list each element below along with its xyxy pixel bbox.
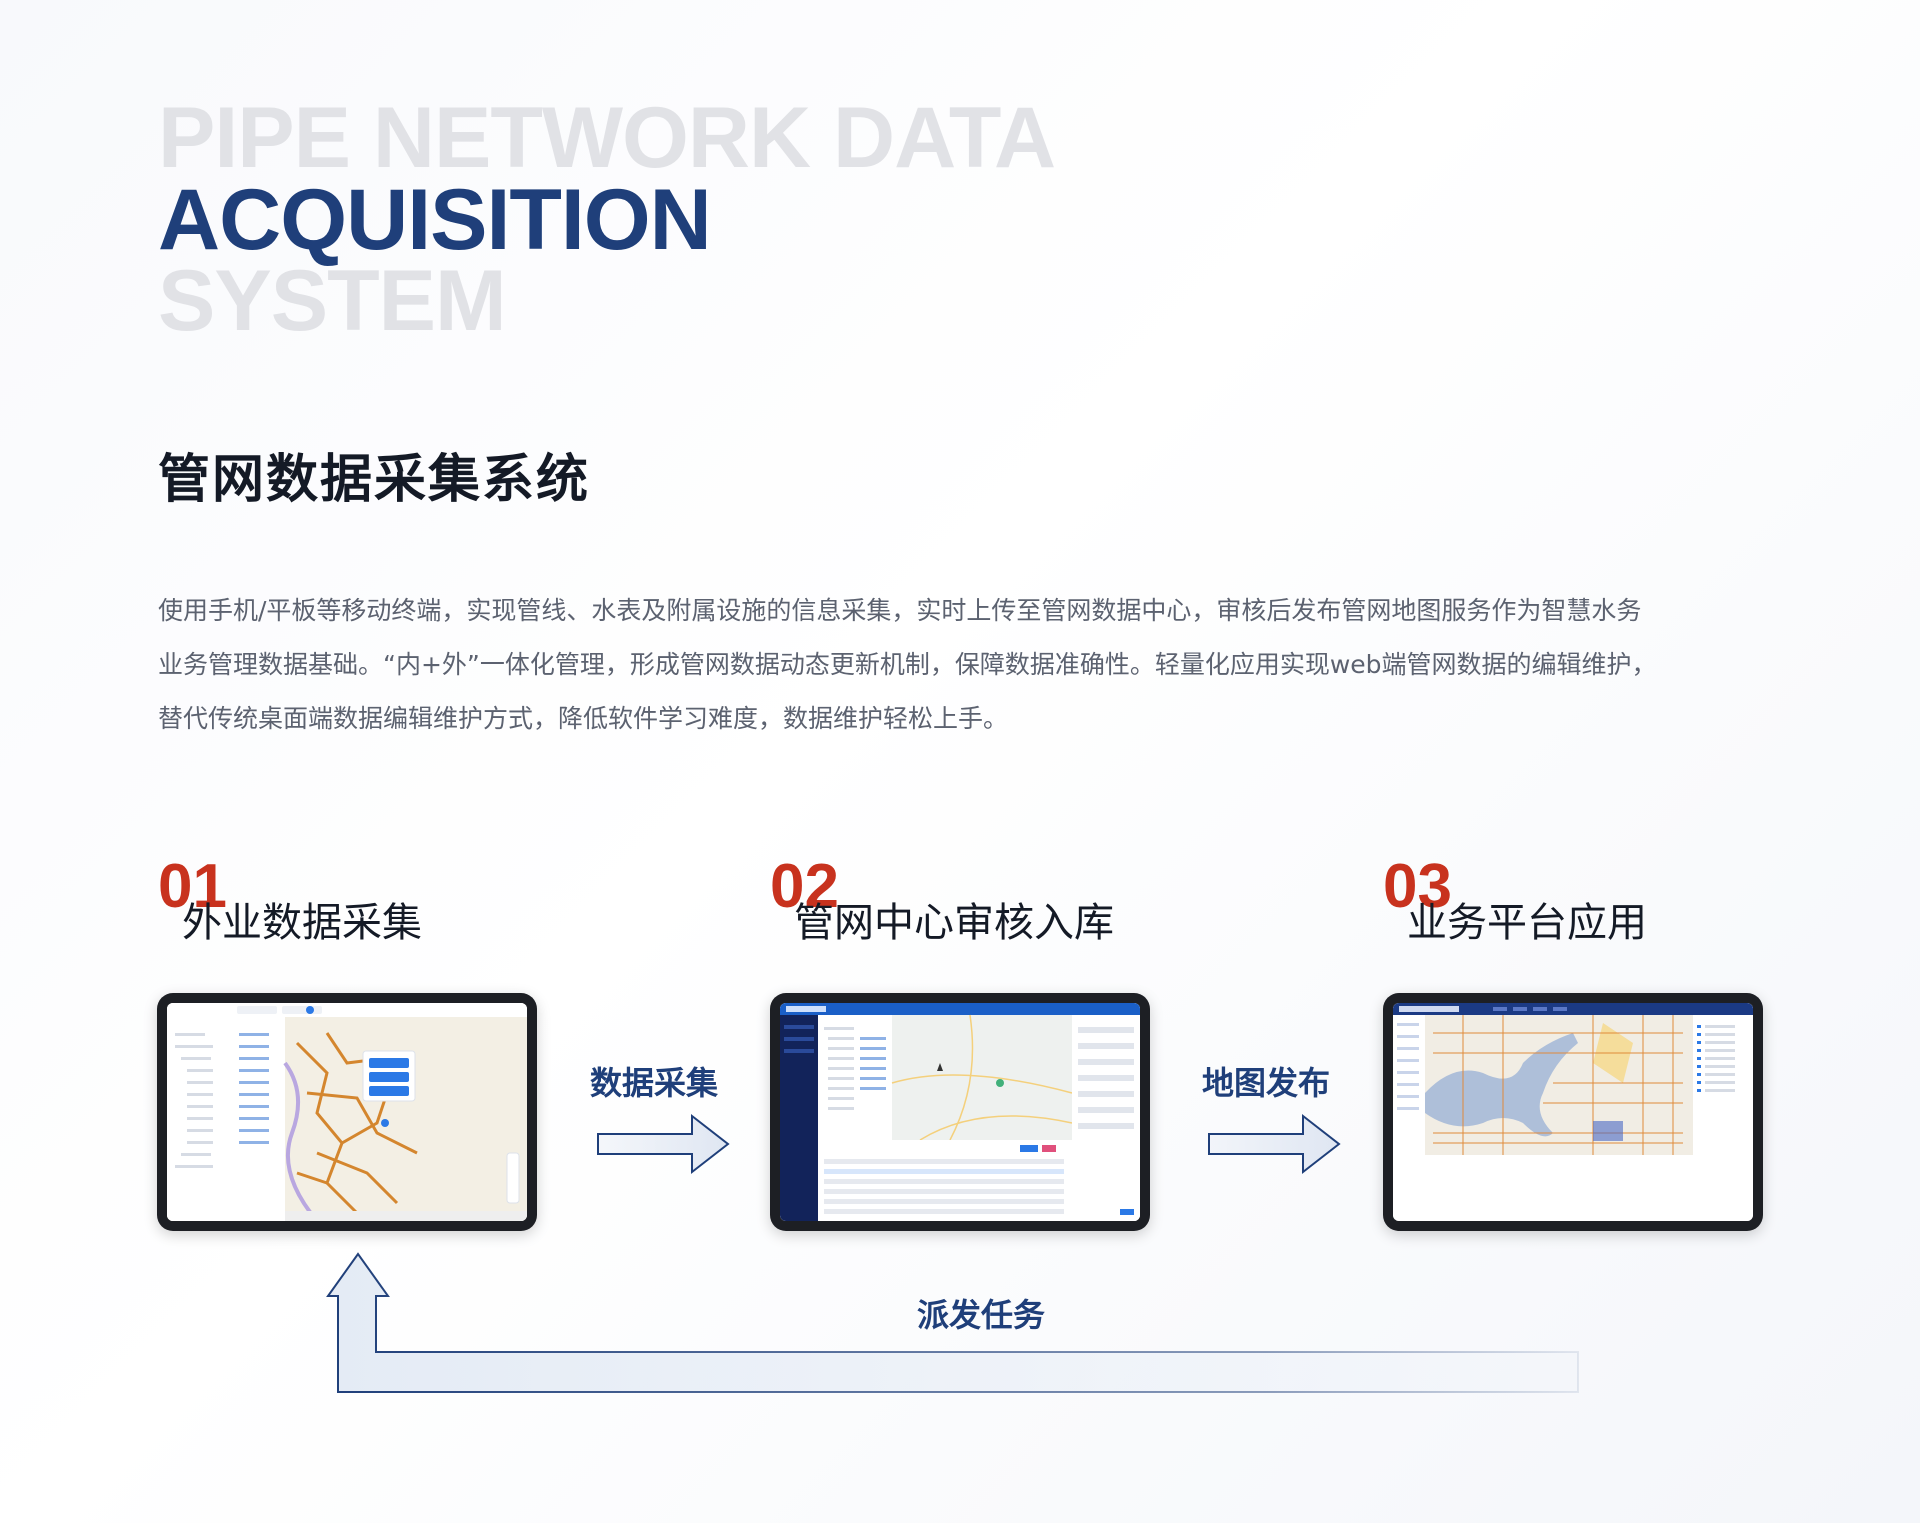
flow-label-collect: 数据采集 xyxy=(590,1064,719,1102)
step-1-label: 外业数据采集 xyxy=(182,900,422,946)
description-line-1: 使用手机/平板等移动终端，实现管线、水表及附属设施的信息采集，实时上传至管网数据… xyxy=(158,596,1642,625)
description-line-3: 替代传统桌面端数据编辑维护方式，降低软件学习难度，数据维护轻松上手。 xyxy=(158,704,1009,733)
step-3-label: 业务平台应用 xyxy=(1407,900,1647,946)
business-platform-map-icon xyxy=(1393,1003,1753,1221)
english-title-line-1: PIPE NETWORK DATA xyxy=(158,90,1056,186)
description-line-2: 业务管理数据基础。“内+外”一体化管理，形成管网数据动态更新机制，保障数据准确性… xyxy=(158,650,1657,679)
arrow-right-icon xyxy=(597,1113,730,1175)
tablet-audit-center xyxy=(770,993,1150,1231)
return-arrow-icon xyxy=(326,1252,1579,1393)
tablet-field-collection xyxy=(157,993,537,1231)
flow-label-dispatch: 派发任务 xyxy=(917,1296,1046,1334)
flow-label-publish: 地图发布 xyxy=(1202,1064,1331,1102)
arrow-right-icon xyxy=(1208,1113,1341,1175)
step-2-label: 管网中心审核入库 xyxy=(794,900,1114,946)
tablet-business-platform xyxy=(1383,993,1763,1231)
audit-dashboard-icon xyxy=(780,1003,1140,1221)
step-3-number: 03 xyxy=(1383,852,1452,921)
page-title: 管网数据采集系统 xyxy=(158,450,591,510)
mobile-collection-map-icon xyxy=(167,1003,527,1221)
english-title-line-3: SYSTEM xyxy=(158,253,507,349)
step-1-number: 01 xyxy=(158,852,227,921)
english-title-line-2: ACQUISITION xyxy=(158,172,712,268)
step-2-number: 02 xyxy=(770,852,839,921)
description: 使用手机/平板等移动终端，实现管线、水表及附属设施的信息采集，实时上传至管网数据… xyxy=(158,584,1758,746)
